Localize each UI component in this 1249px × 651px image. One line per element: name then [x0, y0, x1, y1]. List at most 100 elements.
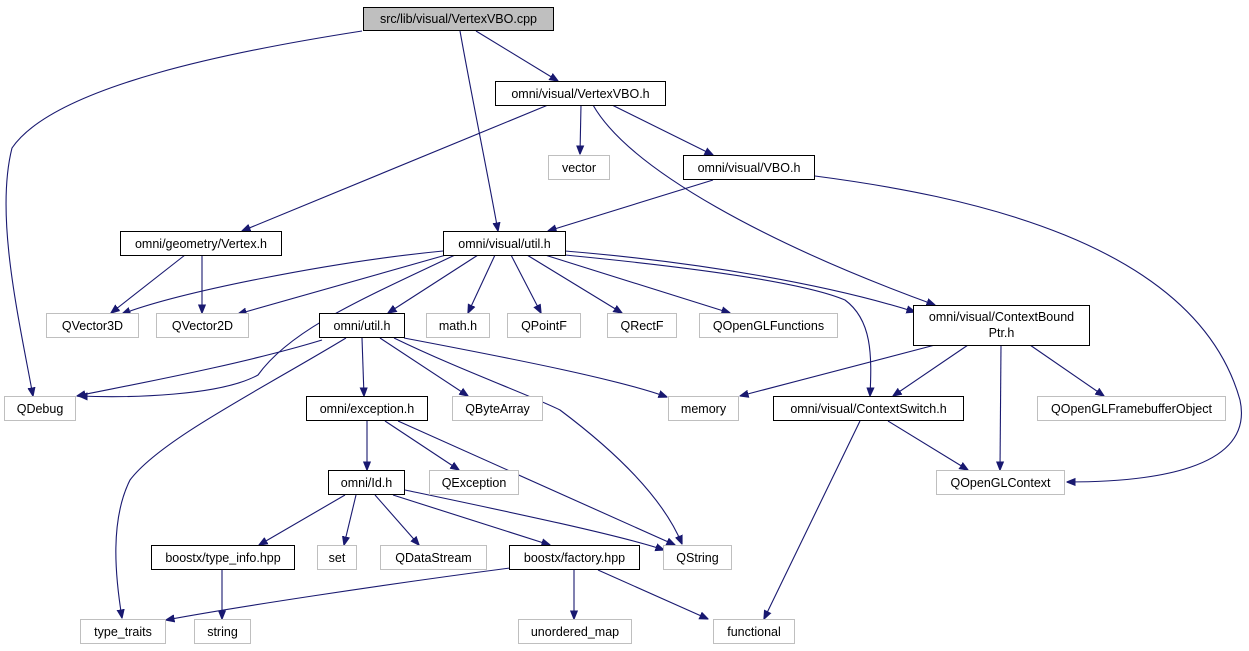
node-label: QOpenGLFunctions [713, 319, 824, 333]
node-qopenglfunctions[interactable]: QOpenGLFunctions [699, 313, 838, 338]
node-qstring[interactable]: QString [663, 545, 732, 570]
node-label: omni/util.h [334, 319, 391, 333]
node-unordered-map[interactable]: unordered_map [518, 619, 632, 644]
edge-factory-hpp-to-type-traits [166, 567, 511, 620]
node-label: src/lib/visual/VertexVBO.cpp [380, 12, 537, 26]
node-vertexvbo-h[interactable]: omni/visual/VertexVBO.h [495, 81, 666, 106]
edge-id-h-to-factory-hpp [392, 494, 550, 545]
node-label: unordered_map [531, 625, 619, 639]
edge-root-to-vertexvbo-h [475, 30, 558, 81]
edge-geometry-vertex-h-to-qvector3d [111, 254, 186, 313]
edge-id-h-to-type-info-hpp [259, 494, 346, 545]
node-contextswitch-h[interactable]: omni/visual/ContextSwitch.h [773, 396, 964, 421]
edge-contextboundptr-h-to-qopenglcontext [1000, 344, 1001, 470]
node-qbytearray[interactable]: QByteArray [452, 396, 543, 421]
edge-omni-util-h-to-qbytearray [379, 337, 468, 396]
node-qopenglcontext[interactable]: QOpenGLContext [936, 470, 1065, 495]
node-label: type_traits [94, 625, 152, 639]
node-label: memory [681, 402, 727, 416]
node-label-line-1: omni/visual/ContextBound [929, 310, 1074, 324]
node-exception-h[interactable]: omni/exception.h [306, 396, 428, 421]
node-label: QDataStream [395, 551, 471, 565]
node-label: QOpenGLFramebufferObject [1051, 402, 1212, 416]
node-qdatastream[interactable]: QDataStream [380, 545, 487, 570]
edge-contextswitch-h-to-functional [764, 420, 861, 619]
node-type-traits[interactable]: type_traits [80, 619, 166, 644]
node-memory[interactable]: memory [668, 396, 739, 421]
node-label: functional [727, 625, 781, 639]
node-math-h[interactable]: math.h [426, 313, 490, 338]
node-label: vector [562, 161, 596, 175]
edge-vbo-h-to-qopenglcontext [814, 175, 1242, 482]
node-label: QOpenGLContext [950, 476, 1051, 490]
node-label: QException [442, 476, 507, 490]
node-label: string [207, 625, 238, 639]
edge-omni-util-h-to-memory [403, 337, 667, 397]
node-label: QRectF [620, 319, 663, 333]
nodes: src/lib/visual/VertexVBO.cpp omni/visual… [4, 7, 1226, 644]
node-visual-util-h[interactable]: omni/visual/util.h [443, 231, 566, 256]
node-label: omni/visual/VBO.h [698, 161, 801, 175]
node-label: math.h [439, 319, 477, 333]
edge-contextboundptr-h-to-memory [740, 344, 936, 396]
node-qopenglframebufferobject[interactable]: QOpenGLFramebufferObject [1037, 396, 1226, 421]
node-id-h[interactable]: omni/Id.h [328, 470, 405, 495]
edge-visual-util-h-to-qrectf [526, 254, 622, 313]
edge-id-h-to-qstring [404, 489, 664, 550]
node-label: QByteArray [465, 402, 530, 416]
node-set[interactable]: set [317, 545, 357, 570]
node-label: omni/visual/VertexVBO.h [511, 87, 649, 101]
node-root[interactable]: src/lib/visual/VertexVBO.cpp [363, 7, 554, 31]
node-label: QVector2D [172, 319, 233, 333]
edge-contextswitch-h-to-qopenglcontext [887, 420, 968, 470]
edge-omni-util-h-to-type-traits [115, 337, 347, 618]
edge-vbo-h-to-visual-util-h [548, 179, 714, 231]
node-label: omni/visual/util.h [458, 237, 550, 251]
edge-vertexvbo-h-to-contextboundptr-h [592, 104, 935, 305]
node-qvector2d[interactable]: QVector2D [156, 313, 249, 338]
edge-visual-util-h-to-contextboundptr-h [564, 250, 915, 312]
edge-exception-h-to-qexception [384, 420, 459, 470]
node-geometry-vertex-h[interactable]: omni/geometry/Vertex.h [120, 231, 282, 256]
edge-visual-util-h-to-math-h [468, 254, 496, 313]
node-label: QVector3D [62, 319, 123, 333]
node-omni-util-h[interactable]: omni/util.h [319, 313, 405, 338]
node-label: boostx/type_info.hpp [165, 551, 280, 565]
node-label: boostx/factory.hpp [524, 551, 625, 565]
node-qexception[interactable]: QException [429, 470, 519, 495]
edges [5, 30, 1242, 620]
node-string[interactable]: string [194, 619, 251, 644]
edge-visual-util-h-to-qopenglfunctions [544, 254, 730, 313]
edge-visual-util-h-to-qvector3d [122, 250, 444, 314]
edge-omni-util-h-to-exception-h [362, 337, 364, 396]
node-qpointf[interactable]: QPointF [507, 313, 581, 338]
node-label-line-2: Ptr.h [989, 326, 1015, 340]
node-type-info-hpp[interactable]: boostx/type_info.hpp [151, 545, 295, 570]
edge-omni-util-h-to-qstring [393, 337, 682, 544]
node-functional[interactable]: functional [713, 619, 795, 644]
node-label: omni/Id.h [341, 476, 392, 490]
edge-vertexvbo-h-to-vbo-h [611, 104, 713, 155]
edge-omni-util-h-to-qdebug [77, 339, 323, 396]
edge-id-h-to-set [344, 494, 357, 545]
node-vbo-h[interactable]: omni/visual/VBO.h [683, 155, 815, 180]
node-label: omni/visual/ContextSwitch.h [790, 402, 946, 416]
edge-visual-util-h-to-omni-util-h [388, 254, 479, 313]
node-label: QDebug [17, 402, 64, 416]
node-label: QPointF [521, 319, 567, 333]
node-contextboundptr-h[interactable]: omni/visual/ContextBound Ptr.h [913, 305, 1090, 346]
node-vector[interactable]: vector [548, 155, 610, 180]
node-qrectf[interactable]: QRectF [607, 313, 677, 338]
node-qvector3d[interactable]: QVector3D [46, 313, 139, 338]
node-label: omni/exception.h [320, 402, 415, 416]
edge-id-h-to-qdatastream [374, 494, 419, 545]
node-label: set [329, 551, 346, 565]
edge-visual-util-h-to-qvector2d [238, 254, 447, 314]
node-label: QString [676, 551, 718, 565]
edge-root-to-qdebug [5, 30, 363, 396]
node-factory-hpp[interactable]: boostx/factory.hpp [509, 545, 640, 570]
node-qdebug[interactable]: QDebug [4, 396, 76, 421]
edge-factory-hpp-to-functional [597, 569, 708, 619]
edge-visual-util-h-to-qpointf [510, 254, 541, 313]
